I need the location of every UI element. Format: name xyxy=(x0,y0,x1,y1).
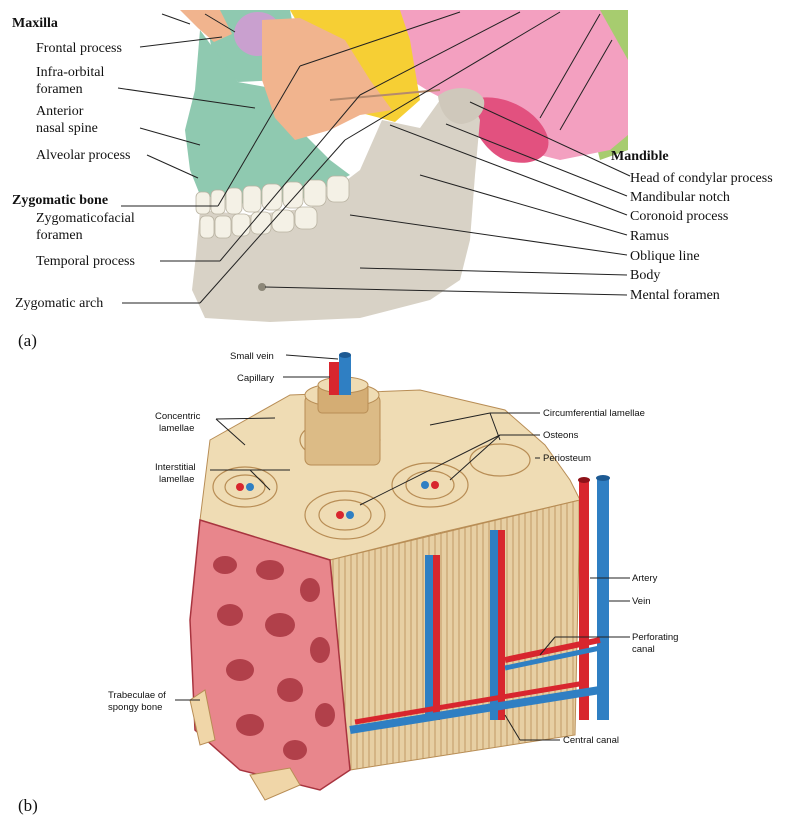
label-alveolar-process: Alveolar process xyxy=(36,148,130,163)
central-canal-artery xyxy=(498,530,505,720)
label-mandible: Mandible xyxy=(611,149,669,164)
label-spongy-bone: spongy bone xyxy=(108,702,162,713)
label-oblique-line: Oblique line xyxy=(630,249,700,264)
label-circumferential-lamellae: Circumferential lamellae xyxy=(543,408,645,419)
label-ramus: Ramus xyxy=(630,229,669,244)
label-maxilla: Maxilla xyxy=(12,16,58,31)
label-osteons: Osteons xyxy=(543,430,579,441)
label-zygomatic-bone: Zygomatic bone xyxy=(12,193,108,208)
label-artery: Artery xyxy=(632,573,658,584)
label-body: Body xyxy=(630,268,660,283)
label-coronoid-process: Coronoid process xyxy=(630,209,728,224)
label-anterior: Anterior xyxy=(36,104,84,119)
label-trabeculae: Trabeculae of xyxy=(108,690,166,701)
label-mental-foramen: Mental foramen xyxy=(630,288,720,303)
vein-vessel xyxy=(597,478,609,720)
label-concentric-lamellae: lamellae xyxy=(159,423,194,434)
panel-a-tag: (a) xyxy=(18,331,37,350)
label-temporal-process: Temporal process xyxy=(36,254,135,269)
central-canal-vein xyxy=(490,530,499,720)
capillary-vessel xyxy=(329,362,339,395)
central-canal-vein xyxy=(425,555,434,720)
small-vein-vessel xyxy=(339,355,351,395)
label-mandibular-notch: Mandibular notch xyxy=(630,190,730,205)
label-frontal-process: Frontal process xyxy=(36,41,122,56)
label-periosteum: Periosteum xyxy=(543,453,591,464)
label-infra-orbital: Infra-orbital xyxy=(36,65,105,80)
label-concentric: Concentric xyxy=(155,411,201,422)
label-zygomaticofacial-foramen: foramen xyxy=(36,228,83,243)
label-infra-orbital-foramen: foramen xyxy=(36,82,83,97)
label-perforating-canal: canal xyxy=(632,644,655,655)
central-canal-artery xyxy=(433,555,440,720)
label-zygomaticofacial: Zygomaticofacial xyxy=(36,211,135,226)
label-zygomatic-arch: Zygomatic arch xyxy=(15,296,103,311)
label-small-vein: Small vein xyxy=(230,351,274,362)
label-interstitial-lamellae: lamellae xyxy=(159,474,194,485)
label-interstitial: Interstitial xyxy=(155,462,196,473)
label-nasal-spine: nasal spine xyxy=(36,121,98,136)
label-central-canal: Central canal xyxy=(563,735,619,746)
panel-b-tag: (b) xyxy=(18,796,38,815)
label-capillary: Capillary xyxy=(237,373,274,384)
panel-b-bone-illustration xyxy=(190,352,610,800)
label-perforating: Perforating xyxy=(632,632,678,643)
mental-foramen-mark xyxy=(258,283,266,291)
label-head-condylar: Head of condylar process xyxy=(630,171,773,186)
panel-a-skull-illustration xyxy=(180,10,628,322)
label-vein: Vein xyxy=(632,596,651,607)
